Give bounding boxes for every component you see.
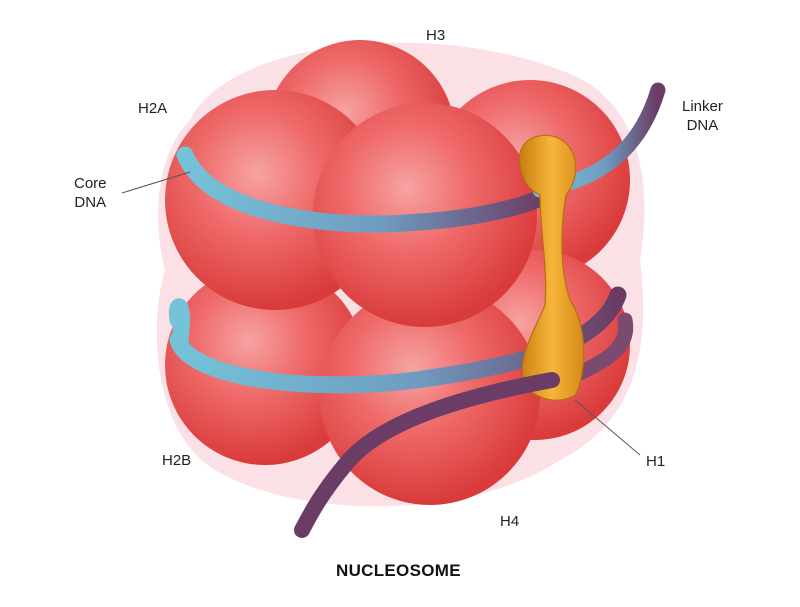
label-h3: H3 (426, 27, 446, 44)
label-linker-dna-line1: Linker (682, 98, 723, 115)
label-core-dna: Core DNA (74, 175, 107, 213)
label-core-dna-line1: Core (74, 175, 107, 192)
core-dna-lower-back (168, 298, 190, 349)
label-linker-dna-line2: DNA (686, 116, 719, 134)
linker-dna-lower (294, 372, 560, 538)
diagram-title: NUCLEOSOME (336, 561, 461, 580)
label-h4: H4 (500, 513, 520, 530)
histone-h4-sphere (320, 285, 540, 505)
histone-h1 (518, 134, 585, 401)
label-h1: H1 (646, 453, 666, 470)
label-linker-dna: Linker DNA (682, 98, 723, 136)
label-core-dna-line2: DNA (74, 193, 107, 211)
core-dna-upper-wrap (176, 146, 554, 233)
label-h2b: H2B (162, 452, 192, 469)
histone-h2b-sphere (165, 265, 365, 465)
core-dna-leader-line (121, 171, 191, 194)
h1-leader-line (574, 399, 641, 456)
core-dna-right-wrap (567, 312, 634, 383)
label-h2a: H2A (138, 100, 168, 117)
